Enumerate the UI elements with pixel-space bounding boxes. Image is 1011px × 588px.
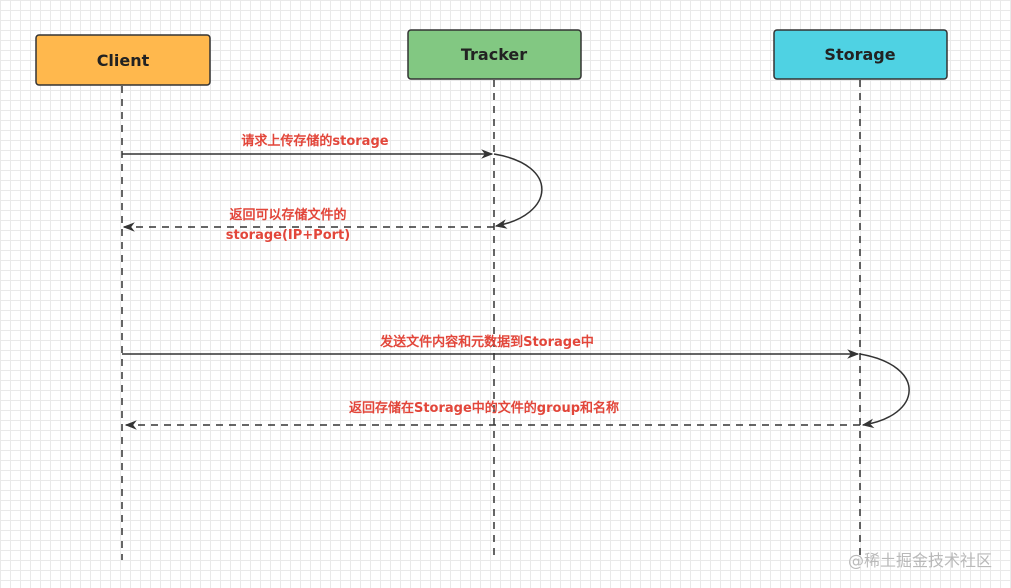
message-label-request-storage: 请求上传存储的storage (241, 133, 388, 149)
storage-processing-curve (859, 353, 910, 429)
watermark-text: @稀土掘金技术社区 (848, 551, 992, 570)
tracker-processing-curve (493, 153, 543, 229)
message-label-return-storage-line1: 返回可以存储文件的 (229, 207, 346, 223)
client-actor[interactable]: Client (35, 34, 211, 86)
storage-label: Storage (824, 45, 895, 64)
message-label-return-storage-line2: storage(IP+Port) (226, 228, 350, 243)
client-label: Client (97, 51, 150, 70)
tracker-actor[interactable]: Tracker (407, 29, 582, 80)
message-label-return-group: 返回存储在Storage中的文件的group和名称 (349, 400, 619, 416)
tracker-label: Tracker (461, 45, 527, 64)
storage-actor[interactable]: Storage (773, 29, 948, 80)
message-label-send-file: 发送文件内容和元数据到Storage中 (379, 334, 594, 350)
